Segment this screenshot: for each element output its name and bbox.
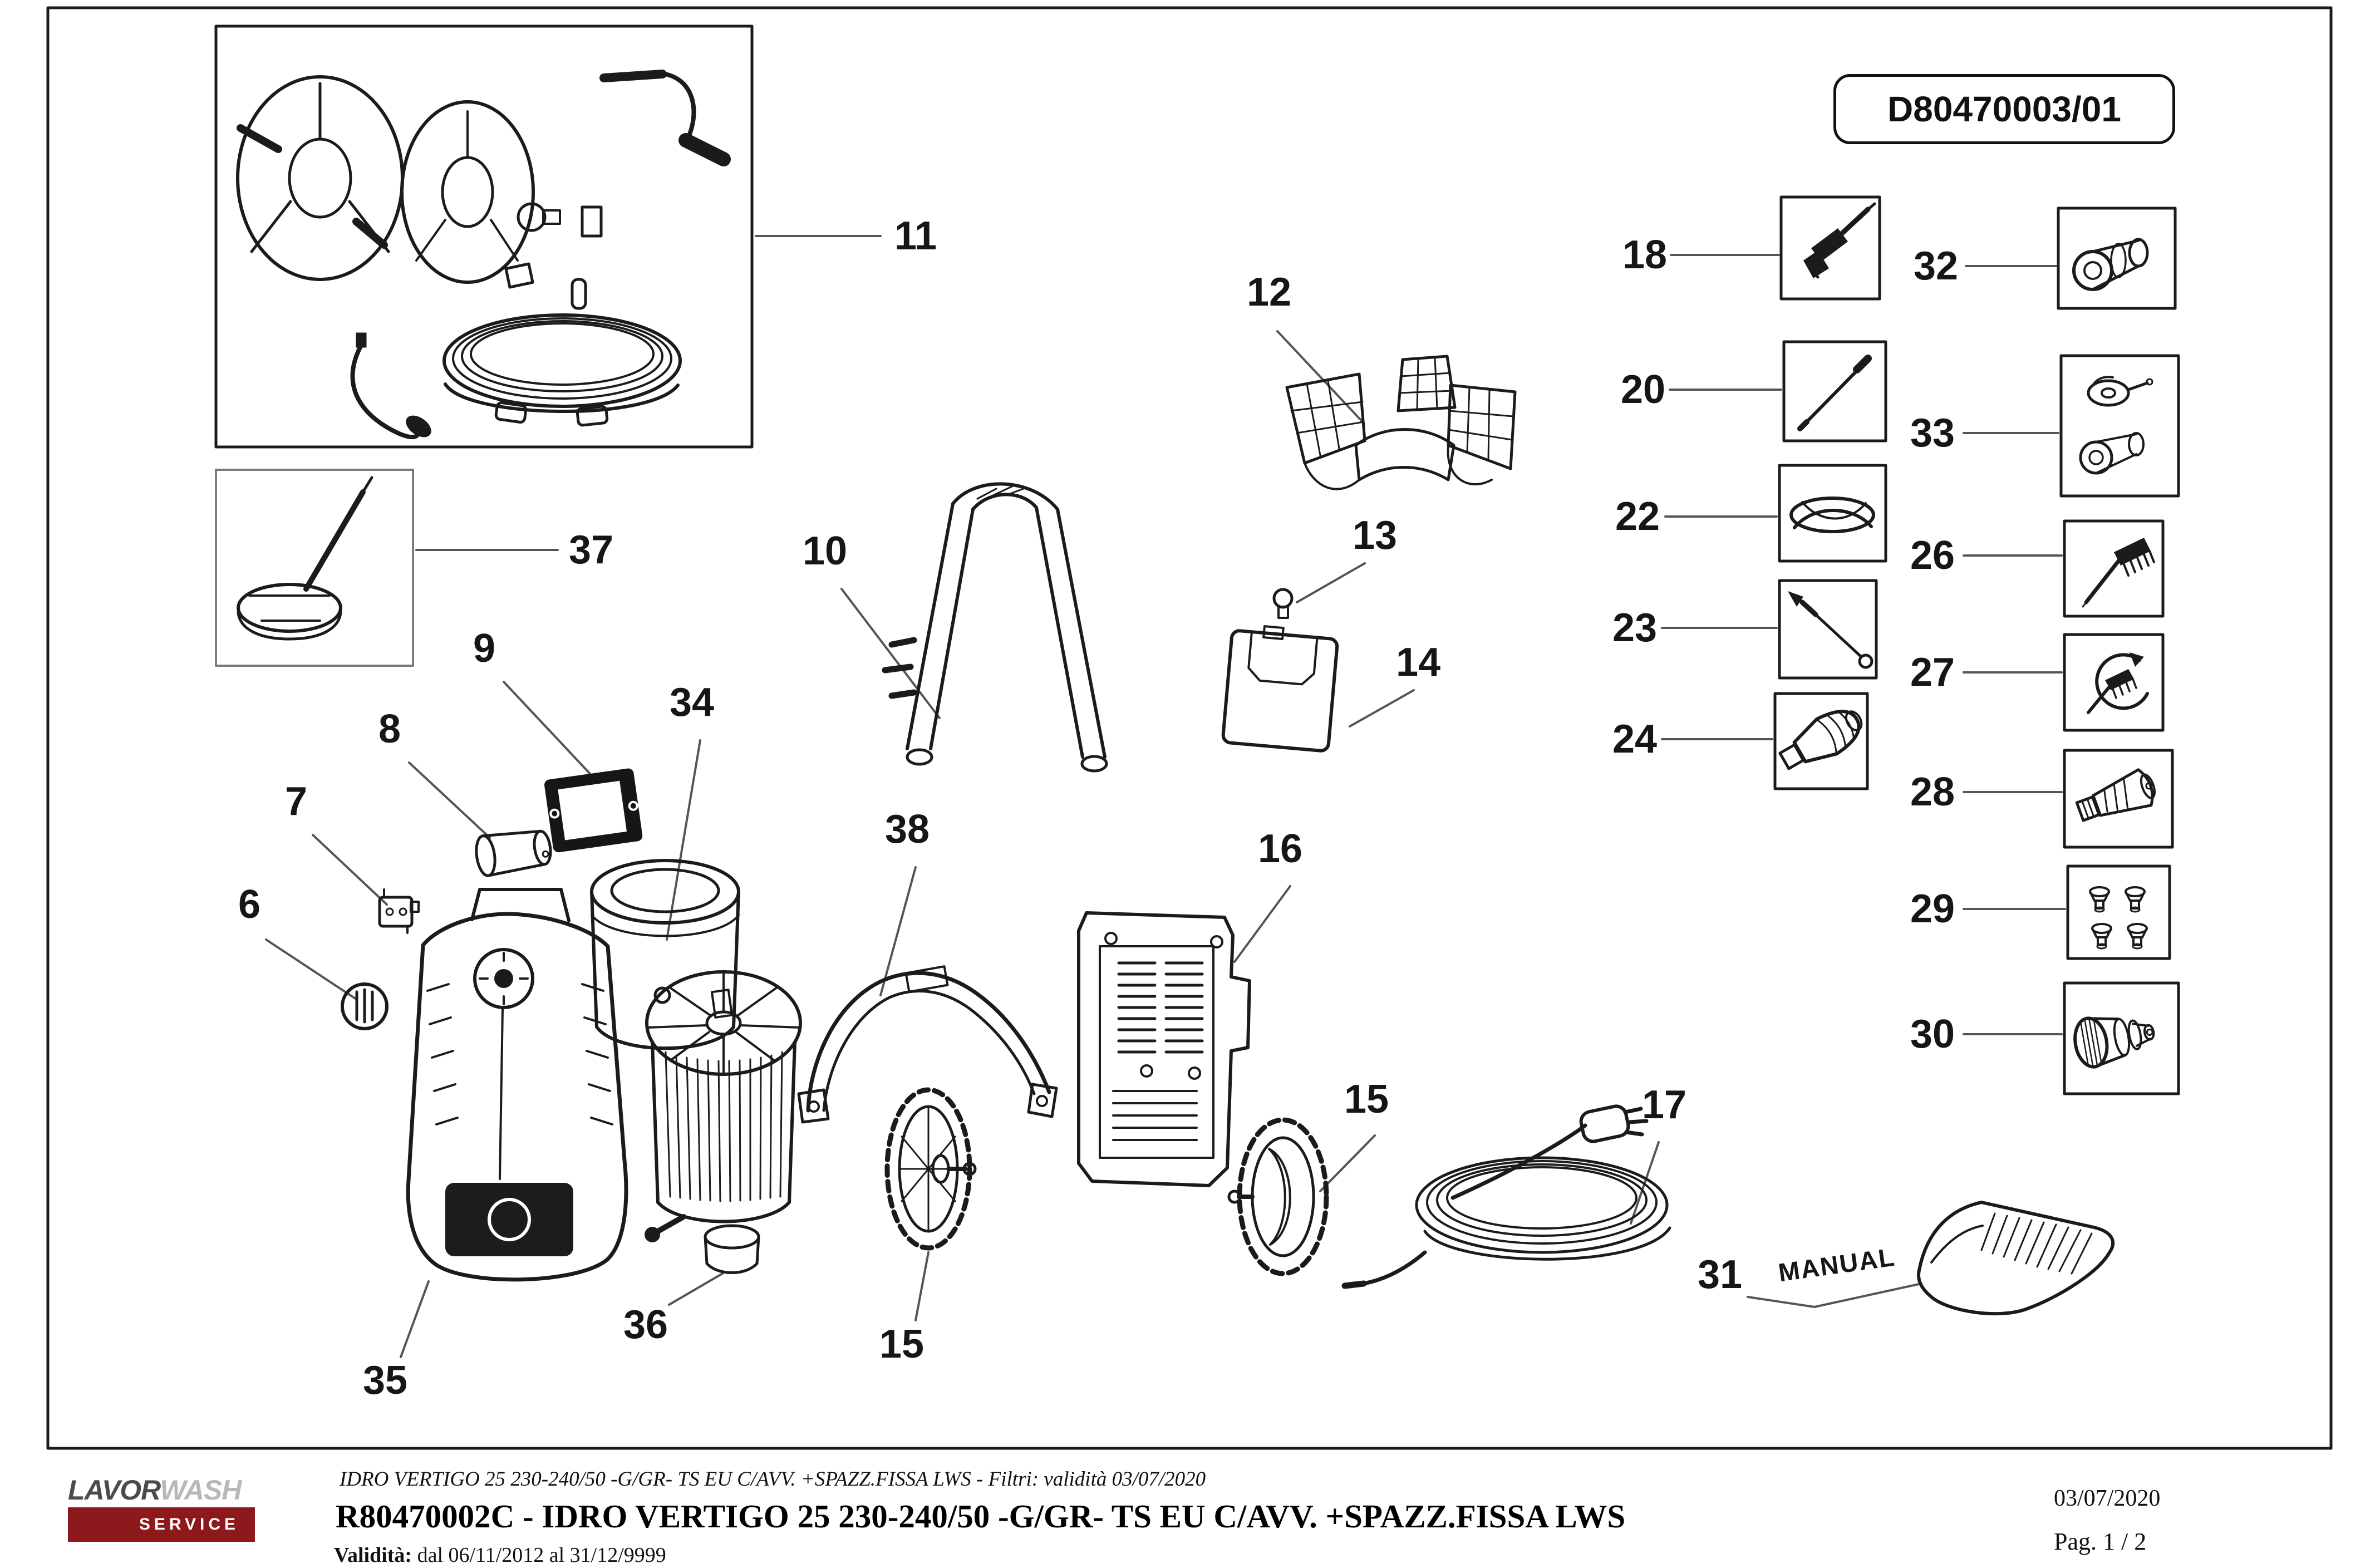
- hose-icon: [1789, 497, 1875, 533]
- hose-reel-kit-box: [214, 24, 754, 449]
- part-callout-15-right: 15: [1344, 1077, 1389, 1122]
- handle-frame-art: [882, 482, 1108, 773]
- drawing-number-box: D80470003/01: [1833, 74, 2175, 144]
- small-panel-art: [1221, 625, 1339, 753]
- lavorwash-service-logo: LAVORWASH SERVICE: [68, 1476, 255, 1542]
- part-callout-10: 10: [802, 529, 848, 573]
- accessory-holder-art: [1285, 355, 1517, 490]
- part-callout-11: 11: [894, 214, 937, 258]
- part-callout-20: 20: [1620, 367, 1666, 412]
- part-callout-8: 8: [378, 707, 401, 751]
- part-callout-7: 7: [284, 779, 308, 824]
- part-callout-24: 24: [1612, 717, 1658, 761]
- part-callout-28: 28: [1910, 770, 1955, 814]
- accessory-boxes: [1773, 195, 2180, 1095]
- part-callout-18: 18: [1622, 233, 1668, 277]
- lance-nozzle-icon: [1788, 591, 1873, 669]
- part-callout-12: 12: [1246, 270, 1292, 314]
- validity-label: Validità:: [334, 1544, 412, 1567]
- validity-dates: dal 06/11/2012 al 31/12/9999: [412, 1544, 666, 1567]
- part-callout-34: 34: [669, 680, 715, 725]
- part-callout-38: 38: [884, 807, 930, 852]
- part-callout-31: 31: [1697, 1252, 1743, 1297]
- part-callout-6: 6: [238, 882, 261, 927]
- drawing-number: D80470003/01: [1887, 89, 2121, 129]
- logo-service-label: SERVICE: [139, 1515, 239, 1533]
- part-callout-37: 37: [568, 528, 614, 572]
- nozzle-set-icon: [2089, 886, 2148, 950]
- rear-panel-art: [1077, 911, 1251, 1187]
- tape-coupling-kit-icon: [2079, 376, 2153, 475]
- manual-booklet-art: [1917, 1201, 2115, 1316]
- footer-date: 03/07/2020: [2054, 1486, 2161, 1511]
- turbo-nozzle-icon: [1778, 710, 1863, 770]
- logo-wash: WASH: [160, 1474, 242, 1506]
- main-body-art: [406, 888, 628, 1282]
- part-callout-36: 36: [623, 1302, 668, 1347]
- part-callout-22: 22: [1615, 494, 1660, 539]
- part-callout-33: 33: [1910, 411, 1955, 455]
- part-callout-32: 32: [1913, 244, 1959, 288]
- part-callout-30: 30: [1910, 1012, 1955, 1056]
- rotating-brush-icon: [2087, 652, 2149, 714]
- sleeve-art: [475, 829, 552, 877]
- wheel-left-art: [884, 1087, 977, 1251]
- part-callout-13: 13: [1352, 513, 1398, 558]
- logo-lavor: LAVOR: [68, 1474, 160, 1506]
- motor-pump-art: [645, 970, 802, 1274]
- micro-switch-art: [378, 888, 420, 934]
- footer-model-title: R80470002C - IDRO VERTIGO 25 230-240/50 …: [336, 1498, 1626, 1535]
- lance-icon: [1797, 355, 1872, 431]
- part-callout-16: 16: [1257, 827, 1303, 871]
- part-callout-15-left: 15: [879, 1322, 925, 1367]
- coupling-icon: [2072, 238, 2149, 291]
- adapter-icon: [2073, 1016, 2155, 1069]
- spray-gun-icon: [1803, 202, 1876, 279]
- part-callout-29: 29: [1910, 887, 1955, 931]
- leader-lines: [265, 235, 2066, 1358]
- part-callout-35: 35: [362, 1358, 408, 1403]
- patio-cleaner-icon: [237, 476, 373, 641]
- cap-art: [341, 982, 389, 1030]
- footer-validity-line: Validità: dal 06/11/2012 al 31/12/9999: [334, 1543, 666, 1567]
- tank-art: [590, 859, 740, 1050]
- footer-page-number: Pag. 1 / 2: [2054, 1528, 2147, 1555]
- logo-service-band: SERVICE: [68, 1507, 255, 1542]
- part-callout-26: 26: [1910, 533, 1955, 578]
- brush-icon: [2082, 538, 2155, 608]
- part-callout-27: 27: [1910, 650, 1955, 695]
- part-callout-23: 23: [1612, 606, 1658, 650]
- screw-art: [1272, 588, 1294, 619]
- nozzle-icon: [2075, 768, 2156, 822]
- footer-model-filter-line: IDRO VERTIGO 25 230-240/50 -G/GR- TS EU …: [340, 1468, 1206, 1491]
- wheel-right-art: [1227, 1117, 1329, 1276]
- patio-cleaner-box: [215, 469, 414, 667]
- part-callout-17: 17: [1641, 1083, 1687, 1127]
- logo-wordmark: LAVORWASH: [68, 1476, 255, 1504]
- part-callout-9: 9: [473, 626, 496, 671]
- hose-reel-kit-art: [236, 70, 731, 440]
- filter-box-art: [544, 768, 643, 853]
- power-cable-art: [1341, 1104, 1671, 1289]
- strap-art: [797, 965, 1058, 1124]
- diagram-border: [46, 6, 2333, 1450]
- part-callout-14: 14: [1395, 640, 1441, 685]
